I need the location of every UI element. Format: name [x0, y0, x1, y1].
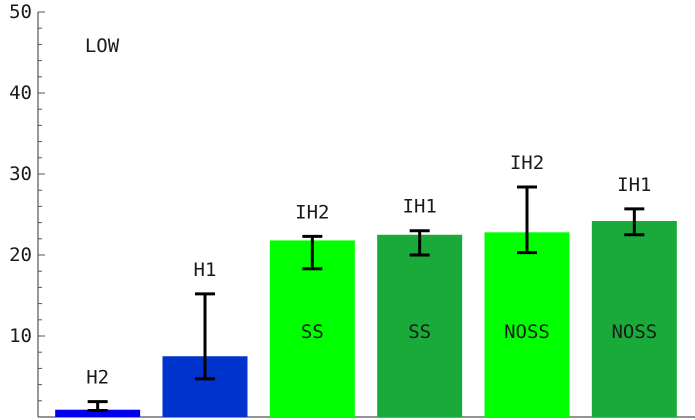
bar — [591, 220, 677, 417]
bar-top-label: H1 — [194, 259, 217, 281]
y-tick-label: 40 — [9, 82, 32, 104]
y-tick-label: 20 — [9, 244, 32, 266]
bar — [55, 409, 141, 417]
y-tick-label: 10 — [9, 325, 32, 347]
bar-inner-label: NOSS — [611, 321, 657, 343]
bar-top-label: IH2 — [295, 201, 329, 223]
bar-inner-label: SS — [301, 321, 324, 343]
y-tick-label: 50 — [9, 1, 32, 23]
bar-inner-label: SS — [408, 321, 431, 343]
chart-annotation: LOW — [85, 35, 120, 57]
y-axis: 10 20 30 40 50 — [9, 1, 695, 418]
bar-inner-label: NOSS — [504, 321, 550, 343]
bar-top-label: IH2 — [510, 152, 544, 174]
bar-top-label: H2 — [86, 367, 109, 389]
bar — [484, 232, 570, 417]
y-tick-label: 30 — [9, 163, 32, 185]
bar-top-label: IH1 — [617, 174, 651, 196]
bar — [377, 234, 463, 417]
bar-top-label: IH1 — [403, 196, 437, 218]
